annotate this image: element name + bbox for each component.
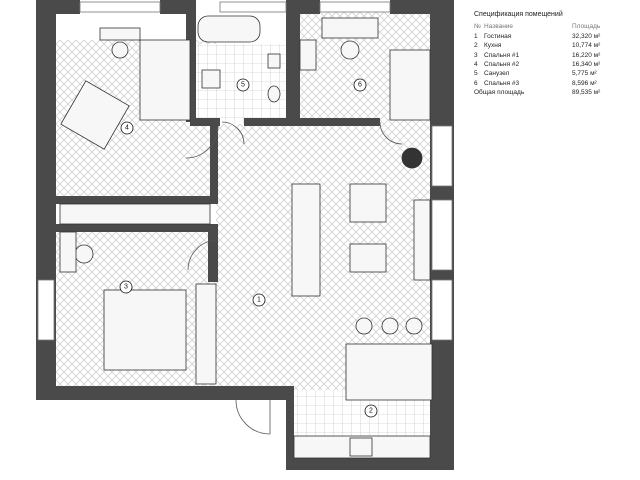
spec-row: 1 Гостиная 32,320 м² xyxy=(474,32,636,41)
room-marker-4: 4 xyxy=(120,121,134,135)
spec-row-name: Кухня xyxy=(484,42,502,50)
spec-row-num: 2 xyxy=(474,42,478,50)
bed-bedroom-3 xyxy=(103,289,187,371)
wardrobe-bedroom-6 xyxy=(299,39,317,71)
spec-row-name: Спальня #2 xyxy=(484,61,520,69)
bed-bedroom-6 xyxy=(389,49,431,121)
spec-total-value: 89,535 м² xyxy=(572,89,601,97)
spec-row-area: 16,220 м² xyxy=(572,51,601,59)
spec-row-area: 5,775 м² xyxy=(572,70,597,78)
room-number-3: 3 xyxy=(124,284,128,291)
spec-total-row: Общая площадь 89,535 м² xyxy=(474,88,636,97)
spec-row: 3 Спальня #1 16,220 м² xyxy=(474,51,636,60)
toilet-tank xyxy=(267,53,281,69)
plant xyxy=(401,147,423,169)
room-markers: 1 2 3 4 5 6 xyxy=(119,78,378,418)
tv-unit xyxy=(413,199,431,281)
bathtub xyxy=(197,15,261,43)
spec-row-num: 4 xyxy=(474,61,478,69)
spec-header-area: Площадь xyxy=(572,23,601,31)
room-marker-1: 1 xyxy=(252,293,266,307)
spec-header-num: № xyxy=(474,23,481,31)
spec-row-num: 3 xyxy=(474,51,478,59)
sink xyxy=(201,69,221,89)
sofa xyxy=(291,183,321,297)
spec-row: 2 Кухня 10,774 м² xyxy=(474,41,636,50)
cooktop xyxy=(349,437,373,457)
chair-bedroom-3 xyxy=(74,244,94,264)
chair-bedroom-2 xyxy=(111,41,129,59)
room-spec-table: Спецификация помещений № Название Площад… xyxy=(474,10,636,98)
room-number-5: 5 xyxy=(241,82,245,89)
spec-row: 4 Спальня #2 16,340 м² xyxy=(474,60,636,69)
armchair-living xyxy=(349,183,387,223)
spec-header-name: Название xyxy=(484,23,514,31)
spec-row-name: Гостиная xyxy=(484,32,512,40)
bar-stool-3 xyxy=(405,317,423,335)
desk-bedroom-2 xyxy=(99,27,141,41)
spec-row-area: 10,774 м² xyxy=(572,42,601,50)
toilet xyxy=(267,85,281,103)
armchair-bedroom-2 xyxy=(60,80,130,150)
room-number-2: 2 xyxy=(369,408,373,415)
spec-row-name: Санузел xyxy=(484,70,510,78)
desk-bedroom-6 xyxy=(321,17,379,39)
furniture xyxy=(59,15,433,459)
bar-stool-1 xyxy=(355,317,373,335)
spec-row-num: 6 xyxy=(474,79,478,87)
spec-total-label: Общая площадь xyxy=(474,89,525,97)
room-marker-6: 6 xyxy=(353,78,367,92)
spec-row-num: 1 xyxy=(474,32,478,40)
room-marker-3: 3 xyxy=(119,280,133,294)
spec-row-area: 8,596 м² xyxy=(572,79,597,87)
coffee-table xyxy=(349,243,387,273)
windows xyxy=(37,1,453,341)
bed-bedroom-2 xyxy=(139,39,191,121)
room-number-6: 6 xyxy=(358,82,362,89)
spec-row-num: 5 xyxy=(474,70,478,78)
desk-bedroom-3 xyxy=(59,231,77,273)
room-number-1: 1 xyxy=(257,297,261,304)
kitchen-island xyxy=(345,343,433,401)
spec-header: № Название Площадь xyxy=(474,22,636,31)
bar-stool-2 xyxy=(381,317,399,335)
room-marker-2: 2 xyxy=(364,404,378,418)
spec-row-area: 16,340 м² xyxy=(572,61,601,69)
spec-row-name: Спальня #3 xyxy=(484,79,520,87)
wardrobe-hall xyxy=(59,203,211,225)
spec-title: Спецификация помещений xyxy=(474,11,563,18)
wardrobe-bedroom-3 xyxy=(195,283,217,385)
spec-row: 6 Спальня #3 8,596 м² xyxy=(474,79,636,88)
spec-row-name: Спальня #1 xyxy=(484,51,520,59)
spec-row-area: 32,320 м² xyxy=(572,32,601,40)
doors xyxy=(185,121,403,435)
room-marker-5: 5 xyxy=(236,78,250,92)
chair-bedroom-6 xyxy=(340,40,360,60)
room-number-4: 4 xyxy=(125,125,129,132)
spec-row: 5 Санузел 5,775 м² xyxy=(474,69,636,78)
